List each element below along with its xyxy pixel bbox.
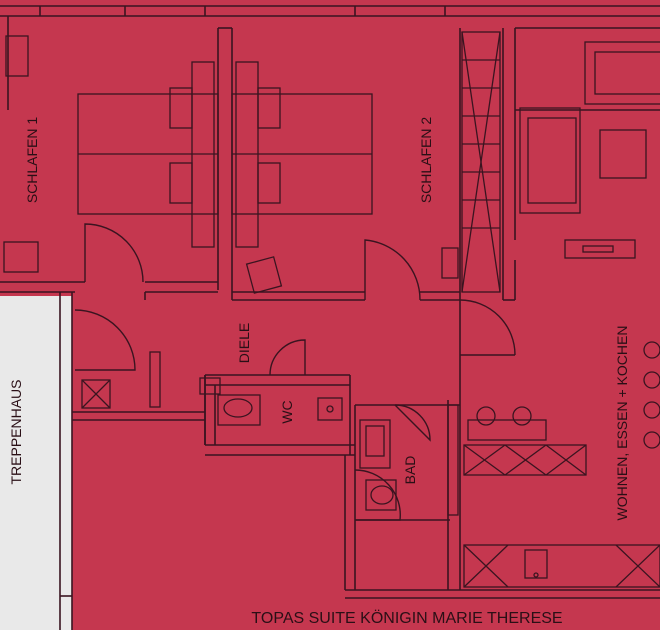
room-label-diele: DIELE (236, 323, 252, 363)
sanitary-fixtures (81, 351, 459, 516)
living-furniture (463, 41, 660, 588)
walls (0, 5, 660, 630)
room-label-wc: WC (279, 400, 295, 423)
room-label-treppenhaus: TREPPENHAUS (8, 379, 24, 484)
wardrobe (461, 31, 501, 293)
room-label-schlafen-2: SCHLAFEN 2 (418, 117, 434, 204)
room-label-wohnen: WOHNEN, ESSEN + KOCHEN (614, 326, 630, 521)
doors (74, 223, 516, 521)
room-label-schlafen-1: SCHLAFEN 1 (24, 117, 40, 204)
plan-title: TOPAS SUITE KÖNIGIN MARIE THERESE (251, 609, 562, 627)
room-label-bad: BAD (402, 456, 418, 485)
bedroom-1-furniture (3, 35, 219, 273)
bedroom-2-furniture (231, 61, 459, 294)
